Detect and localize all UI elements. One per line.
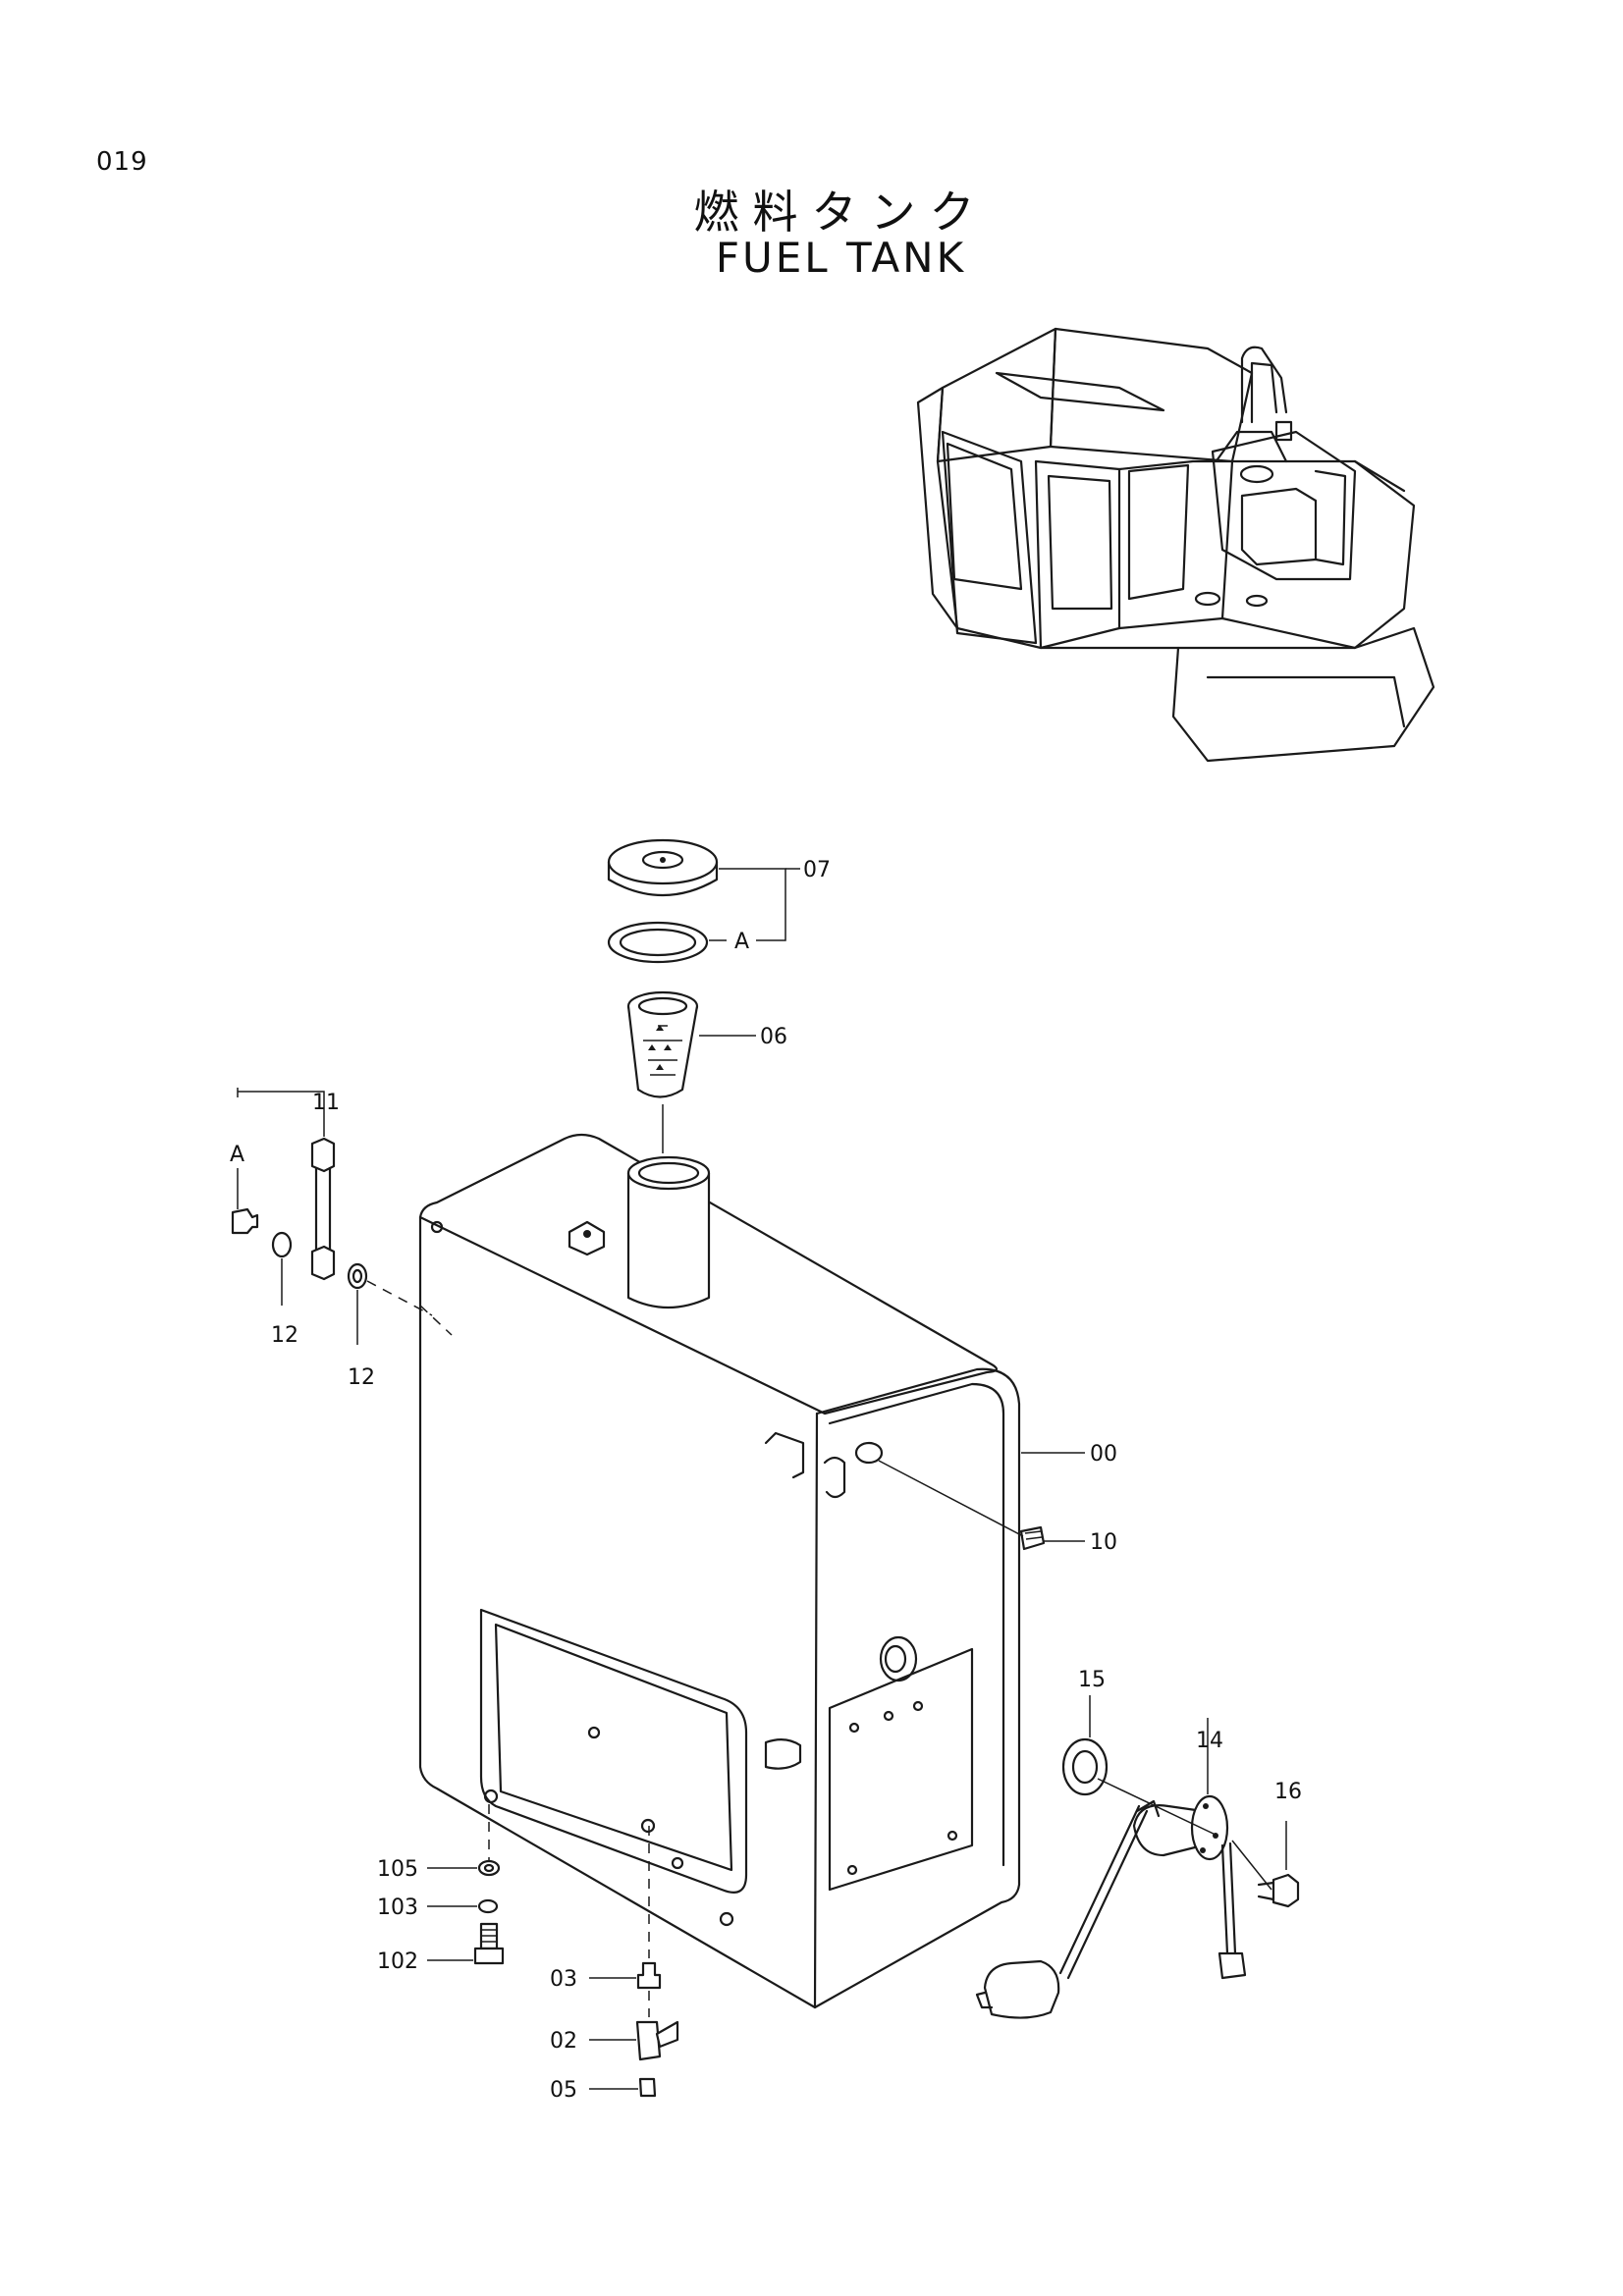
fuel-tank-icon [418,1133,1021,2009]
callout-102: 102 [377,1949,418,1974]
page-number: 019 [96,147,148,177]
drain-valve-icon [635,1961,679,2098]
callout-A-cap: A [734,930,749,954]
callout-07: 07 [803,858,831,882]
callout-12-left: 12 [271,1323,298,1348]
filler-cap-icon [607,838,719,897]
callout-05: 05 [550,2078,577,2103]
callout-A-gauge: A [230,1143,244,1167]
callout-11: 11 [312,1091,340,1115]
title-english: FUEL TANK [715,234,967,282]
callout-10: 10 [1090,1530,1117,1555]
callout-03: 03 [550,1967,577,1992]
callout-103: 103 [377,1896,418,1920]
callout-00: 00 [1090,1442,1117,1467]
plug-icon [1019,1525,1046,1551]
callout-02: 02 [550,2029,577,2054]
title-japanese: 燃料タンク [693,186,989,239]
packing-ring-icon [607,921,709,964]
excavator-overview-icon [916,327,1435,763]
callout-16: 16 [1274,1780,1302,1804]
callout-105: 105 [377,1857,418,1882]
callout-12-right: 12 [348,1365,375,1390]
drain-plug-icon [473,1859,505,1965]
callout-06: 06 [760,1025,787,1049]
strainer-icon [626,990,699,1098]
callout-14: 14 [1196,1729,1223,1753]
fuel-sender-icon [975,1737,1300,2019]
callout-15: 15 [1078,1668,1106,1692]
level-gauge-icon [231,1137,368,1290]
